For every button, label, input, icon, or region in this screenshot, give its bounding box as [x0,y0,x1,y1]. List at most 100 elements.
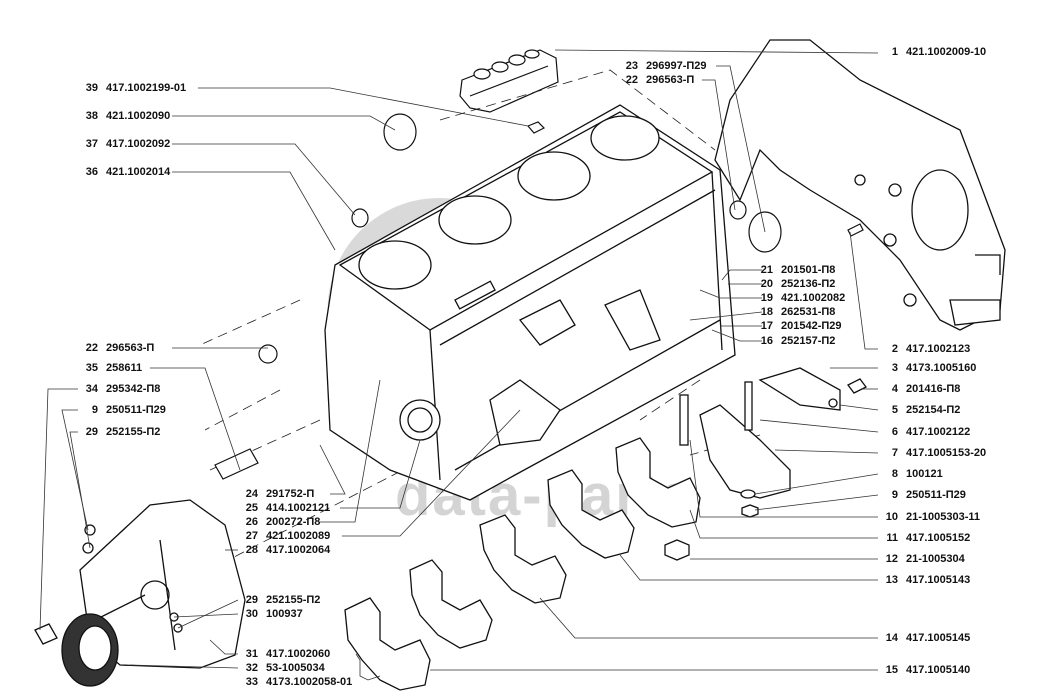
callout-8: 8 100121 [880,468,943,481]
callout-29: 29 252155-П2 [240,594,321,607]
leader-line-23 [716,65,766,233]
callout-number: 18 [760,306,773,318]
cylinder-block [324,104,736,501]
callout-35: 35 258611 [80,362,142,375]
part-number: 100121 [906,468,943,480]
callout-18: 18 262531-П8 [755,306,836,319]
callout-number: 5 [891,404,898,416]
callout-13: 13 417.1005143 [880,574,970,587]
callout-26: 26 200272-П8 [240,516,321,529]
callout-number: 26 [245,516,258,528]
callout-number: 28 [245,544,258,556]
leader-line-2 [849,231,878,350]
part-number: 417.1005143 [906,574,971,586]
callout-number: 37 [85,138,98,150]
part-number: 4173.1005160 [906,362,977,374]
callout-number: 12 [885,553,898,565]
callout-3: 3 4173.1005160 [880,362,976,375]
callout-number: 21 [760,264,773,276]
part-number: 53-1005034 [266,662,325,674]
callout-number: 27 [245,530,258,542]
part-number: 421.1002009-10 [906,46,987,58]
part-number: 252157-П2 [781,335,836,347]
callout-15: 15 417.1005140 [880,664,970,677]
leader-line-29 [69,431,91,549]
leader-line-35 [150,367,241,471]
clutch-housing [714,39,1006,331]
part-number: 100937 [266,608,303,620]
callout-number: 35 [85,362,98,374]
callout-number: 38 [85,110,98,122]
leader-line-5 [839,404,879,411]
callout-38: 38 421.1002090 [80,110,170,123]
callout-number: 13 [885,574,898,586]
part-number: 417.1005140 [906,664,971,676]
part-number: 252155-П2 [266,594,321,606]
callout-number: 30 [245,608,258,620]
callout-21: 21 201501-П8 [755,264,836,277]
part-number: 200272-П8 [266,516,321,528]
callout-number: 1 [891,46,898,58]
part-number: 417.1002123 [906,343,971,355]
callout-number: 6 [891,426,898,438]
callout-number: 8 [891,468,898,480]
leader-line-11 [689,509,878,539]
leader-line-1 [554,49,879,54]
part-number: 201542-П29 [781,320,842,332]
part-number: 252136-П2 [781,278,836,290]
part-number: 250511-П29 [106,404,166,416]
part-number: 201501-П8 [781,264,836,276]
callout-number: 3 [891,362,898,374]
callout-number: 33 [245,676,258,688]
callout-20: 20 252136-П2 [755,278,836,291]
part-number: 421.1002090 [106,110,171,122]
callout-number: 31 [245,648,258,660]
callout-number: 39 [85,82,98,94]
leader-line-37 [172,143,356,216]
part-number: 296563-П [646,74,695,86]
part-number: 262531-П8 [781,306,836,318]
leader-line-26 [320,379,381,523]
callout-number: 15 [885,664,898,676]
part-number: 21-1005304 [906,553,965,565]
leader-line-6 [759,419,879,433]
callout-number: 19 [760,292,773,304]
callout-number: 24 [245,488,258,500]
leader-line-16 [711,329,762,342]
leader-lines [39,49,879,681]
callout-number: 23 [625,60,638,72]
leader-line-8 [754,473,879,495]
leader-line-36 [172,171,336,251]
callout-number: 25 [245,502,258,514]
part-number: 295342-П8 [106,383,161,395]
leader-line-39 [198,87,529,127]
callout-number: 20 [760,278,773,290]
callout-number: 29 [245,594,258,606]
callout-number: 36 [85,166,98,178]
main-bearing-caps [344,367,867,691]
part-number: 258611 [106,362,143,374]
